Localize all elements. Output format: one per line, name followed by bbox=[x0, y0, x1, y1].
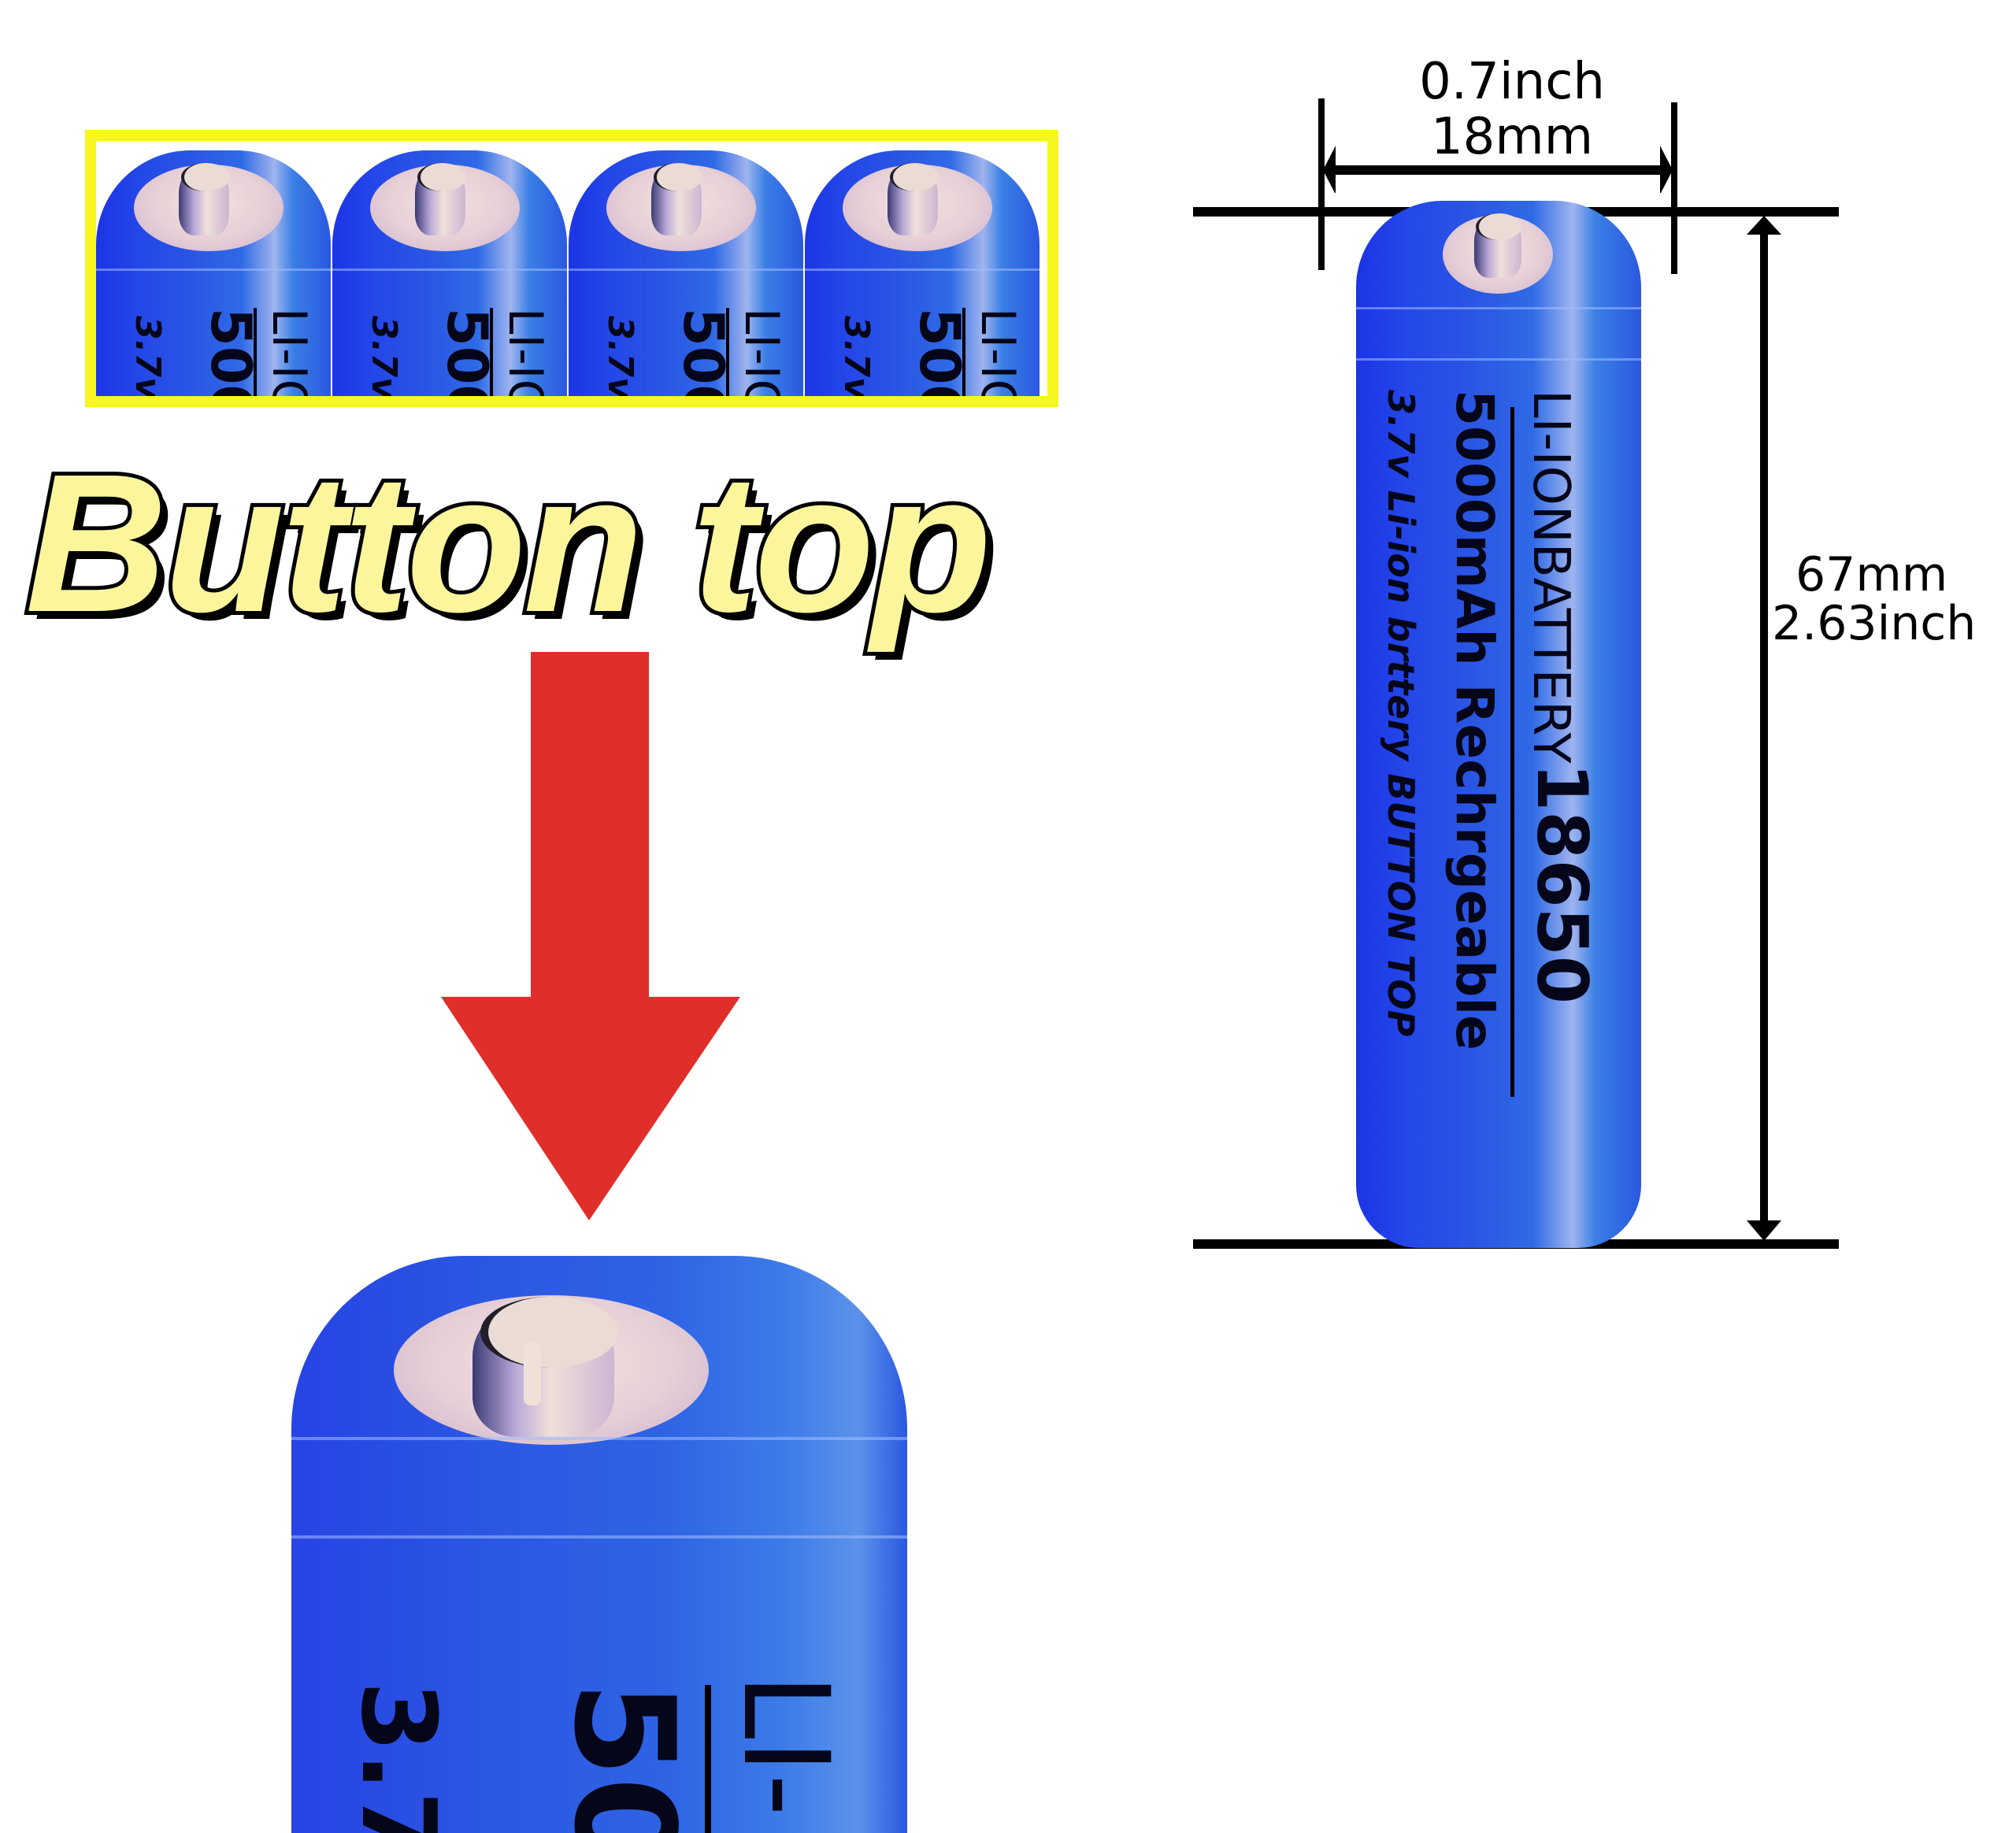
battery-label-line1: LI-IO bbox=[970, 308, 1025, 396]
battery-label-line1: LI-IO bbox=[261, 308, 317, 396]
arrow-down-icon bbox=[441, 652, 740, 1220]
spec-label: 3.7v Li-ion brttery BUTTON TOP bbox=[1380, 390, 1422, 1037]
battery-label-line1: LI-IO bbox=[734, 308, 789, 396]
battery-thumbnail-3: LI-IO 500 3.7v bbox=[569, 150, 803, 396]
battery-label-line3: 3.7v bbox=[128, 316, 168, 396]
battery-thumbnail-2: LI-IO 500 3.7v bbox=[332, 150, 567, 396]
headline: Button top bbox=[21, 433, 995, 653]
height-inch-label: 2.63inch bbox=[1772, 596, 1977, 651]
battery-label-line1: LI-IO bbox=[498, 308, 553, 396]
battery-label-line2: 500 bbox=[671, 308, 736, 396]
brand-line: LI-IONBATTERY bbox=[1521, 390, 1580, 764]
width-dimension-arrow bbox=[1323, 146, 1673, 193]
width-extension-left bbox=[1318, 98, 1325, 270]
model-number: 18650 bbox=[1521, 763, 1603, 1005]
battery-label-line2: 500 bbox=[198, 308, 263, 396]
closeup-label-line3: 3.7 bbox=[339, 1681, 458, 1833]
battery-label-line2: 500 bbox=[435, 308, 499, 396]
width-inch-label: 0.7inch bbox=[1419, 53, 1605, 111]
capacity-label: 5000mAh Rechrgeable bbox=[1444, 390, 1505, 1050]
closeup-label-line1: LI- bbox=[717, 1673, 854, 1816]
battery-closeup: LI- 50 3.7 bbox=[291, 1256, 907, 1833]
label-divider bbox=[1510, 407, 1514, 1097]
thumbnail-strip: LI-IO 500 3.7v LI-IO 500 3.7v LI-IO 500 … bbox=[85, 130, 1058, 407]
height-dimension-arrow bbox=[1747, 216, 1781, 1241]
battery-label-line3: 3.7v bbox=[600, 316, 640, 396]
battery-label-line2: 500 bbox=[907, 308, 972, 396]
closeup-label-line2: 50 bbox=[543, 1681, 703, 1833]
battery-thumbnail-4: LI-IO 500 3.7v bbox=[805, 150, 1040, 396]
width-extension-right bbox=[1671, 102, 1677, 274]
battery-label-line3: 3.7v bbox=[364, 316, 404, 396]
battery-label-line3: 3.7v bbox=[836, 316, 876, 396]
width-mm-label: 18mm bbox=[1430, 108, 1594, 166]
battery-thumbnail-1: LI-IO 500 3.7v bbox=[96, 150, 331, 396]
height-mm-label: 67mm bbox=[1796, 547, 1948, 602]
